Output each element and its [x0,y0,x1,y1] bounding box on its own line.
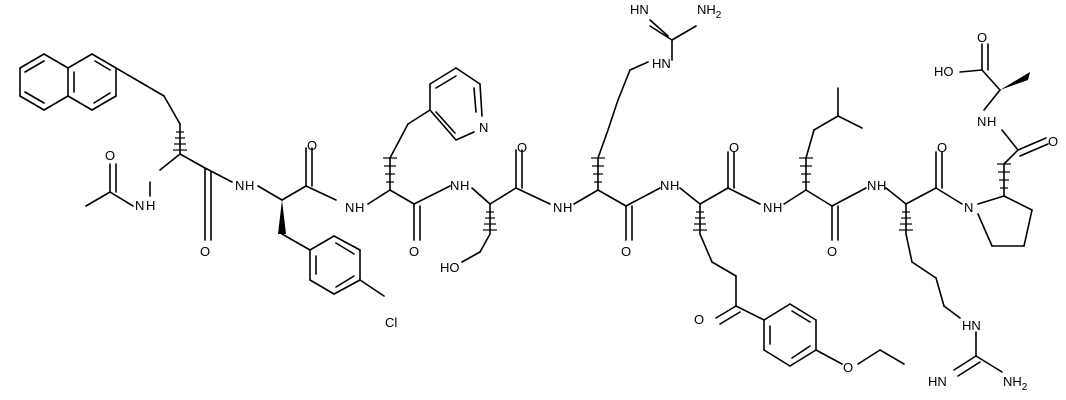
atom-h-res2: H [245,178,254,193]
atom-h-res3: H [355,200,364,215]
atom-cl: Cl [385,315,397,330]
atom-h-acetyl: H [146,198,155,213]
atom-h-res5: H [563,200,572,215]
atom-o-res8: O [937,140,947,155]
atom-o-res1: O [200,244,210,259]
pyridine-ring [429,67,483,141]
atom-n-res4: N [450,178,459,193]
atom-o-carboxyl: O [977,30,987,45]
atom-o-res7: O [827,244,837,259]
atom-o-res3: O [409,244,419,259]
atom-h-alanine: H [987,114,996,129]
atom-h-res6: H [670,178,679,193]
atom-n-res6: N [660,178,669,193]
atom-o-res5: O [621,244,631,259]
atom-h-res8: H [877,178,886,193]
n-ac-bond [159,153,181,171]
atom-nh2-arg1: NH2 [697,2,722,21]
atom-o-ketone: O [694,312,704,327]
atom-o-res9: O [1048,134,1058,149]
atom-oh-carboxyl: HO [934,64,954,79]
atom-n-pyridine: N [479,120,488,135]
chlorophenyl-ring [309,235,361,295]
atom-n-res8: N [867,178,876,193]
atom-o-res4: O [517,140,527,155]
atom-n-acetyl: N [135,198,144,213]
atom-n-res3: N [345,200,354,215]
atom-n-res5: N [553,200,562,215]
stereo-wedge-2 [278,200,286,234]
atom-o-res6: O [729,140,739,155]
naphthalene-ring [19,53,117,111]
atom-n-res7: N [763,200,772,215]
atom-nh2-arg2: NH2 [1003,374,1028,393]
atom-o-methoxy: O [843,360,853,375]
atom-h-res4: H [460,178,469,193]
stereo-wedge-10 [1000,72,1030,90]
pyrrolidine-ring [977,195,1033,247]
atom-oh-serine: HO [440,260,460,275]
atom-n-res2: N [235,178,244,193]
atom-o-acetyl: O [105,148,115,163]
atom-hn-arg1-imine: HN [630,2,649,17]
atom-n-proline: N [964,200,973,215]
atom-hn-arg2-imine: HN [928,374,947,389]
methoxyphenyl-ring [763,303,817,367]
nal-ch2-bond [115,67,141,83]
atom-hn-arg1: HN [652,56,671,71]
atom-h-res7: H [773,200,782,215]
atom-n-alanine: N [977,114,986,129]
atom-hn-arg2: HN [962,318,981,333]
atom-o-res2: O [307,138,317,153]
